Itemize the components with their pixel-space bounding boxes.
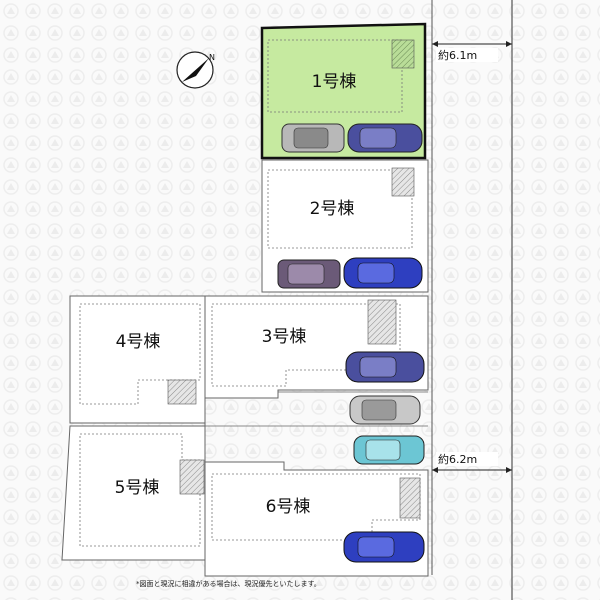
planting-hatch-icon [391, 167, 415, 197]
car-icon [277, 259, 341, 289]
lot-6-label: 6号棟 [266, 497, 311, 517]
lot-5[interactable]: 5号棟 [61, 425, 206, 561]
car-icon [343, 257, 423, 289]
planting-hatch-icon [179, 459, 205, 495]
planting-hatch-icon [399, 477, 421, 519]
lot-2-label: 2号棟 [310, 199, 355, 219]
car-icon [345, 351, 425, 383]
car-icon [349, 395, 421, 425]
road-width-south: 約6.2m [432, 452, 512, 473]
car-icon [347, 123, 423, 153]
lot-3[interactable]: 3号棟 [204, 295, 429, 399]
car-icon [353, 435, 425, 465]
lot-3-label: 3号棟 [262, 327, 307, 347]
car-icon [281, 123, 345, 153]
road-width-south-label: 約6.2m [438, 452, 477, 466]
footnote: *図面と現況に相違がある場合は、現況優先といたします。 [136, 579, 321, 588]
car-icon [343, 531, 425, 563]
lot-4[interactable]: 4号棟 [69, 295, 206, 424]
north-arrow-icon: N [176, 51, 215, 89]
road-width-north: 約6.1m [432, 41, 512, 62]
lot-4-label: 4号棟 [116, 332, 161, 352]
svg-text:N: N [209, 53, 215, 62]
lot-5-label: 5号棟 [115, 478, 160, 498]
lot-1-label: 1号棟 [312, 72, 357, 92]
road-width-north-label: 約6.1m [438, 48, 477, 62]
planting-hatch-icon [367, 299, 397, 345]
planting-hatch-icon [167, 379, 197, 405]
planting-hatch-icon [391, 39, 415, 69]
